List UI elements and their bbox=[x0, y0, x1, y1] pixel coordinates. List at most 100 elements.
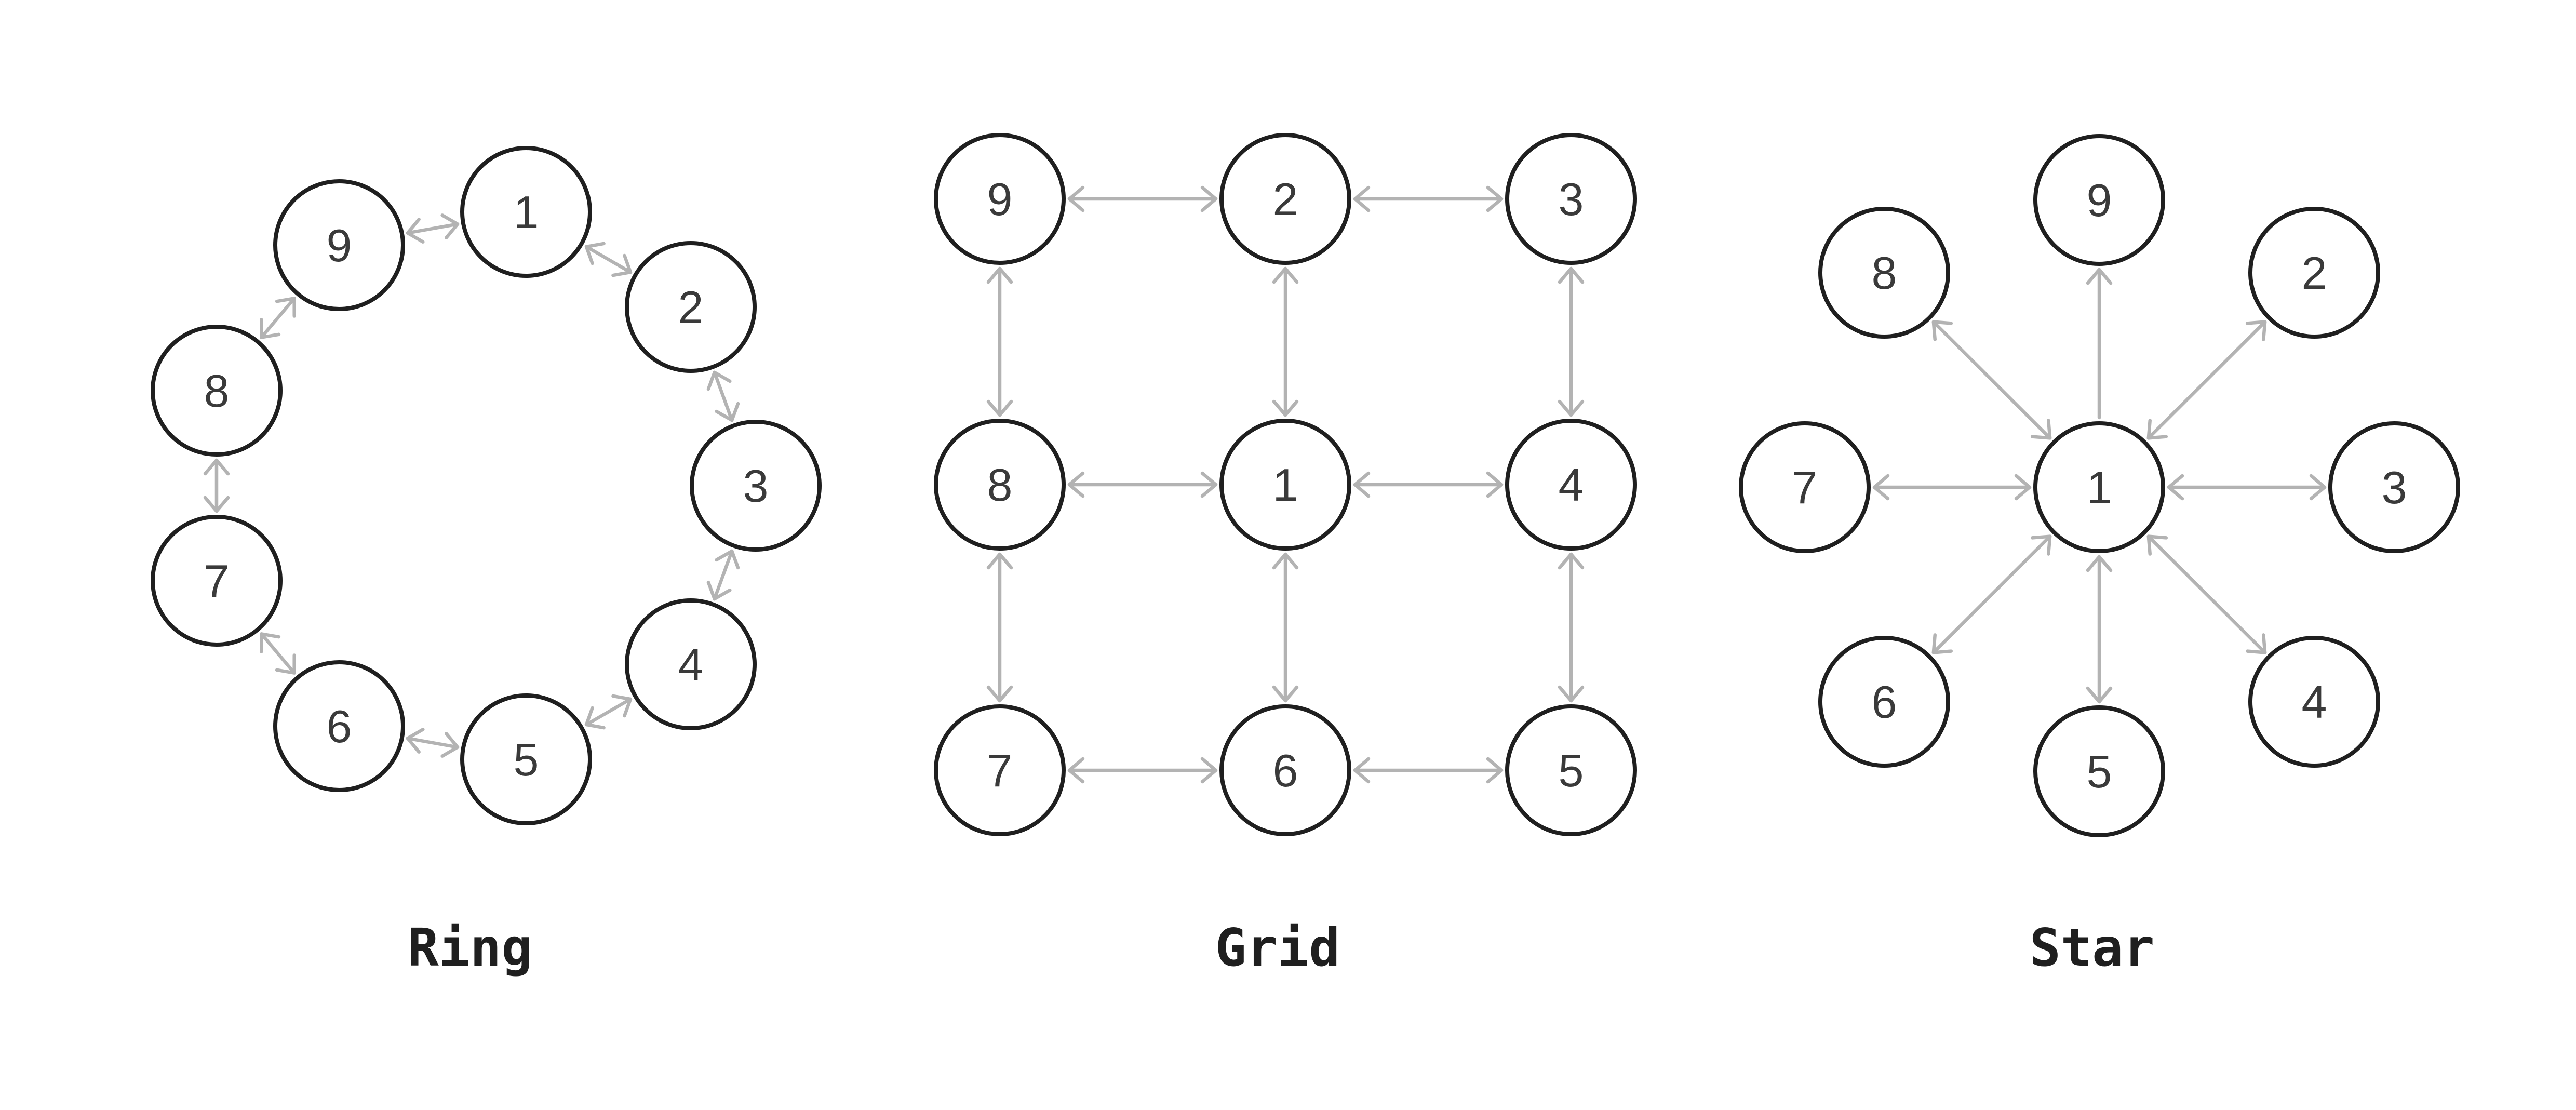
node-number: 4 bbox=[1559, 459, 1584, 511]
node-circle bbox=[2033, 705, 2165, 837]
node-grid-6: 6 bbox=[1219, 704, 1351, 836]
node-star-6: 6 bbox=[1818, 636, 1950, 768]
node-number: 6 bbox=[1273, 745, 1298, 796]
edge-star-1-2 bbox=[2146, 320, 2267, 440]
edge-shaft bbox=[406, 737, 460, 749]
node-circle bbox=[1505, 133, 1637, 265]
edge-shaft bbox=[260, 632, 296, 675]
node-number: 6 bbox=[327, 701, 352, 752]
arrowhead-to-7 bbox=[1067, 757, 1085, 784]
edge-grid-7-6 bbox=[1067, 757, 1218, 784]
node-star-3: 3 bbox=[2328, 421, 2460, 553]
arrowhead-to-6 bbox=[1272, 685, 1299, 703]
arrowhead-to-8 bbox=[1067, 471, 1085, 498]
arrowhead-to-4 bbox=[706, 580, 732, 601]
arrowhead-to-3 bbox=[2309, 474, 2327, 501]
node-number: 1 bbox=[2087, 462, 2112, 513]
node-number: 7 bbox=[1792, 462, 1818, 513]
node-circle bbox=[460, 693, 592, 825]
arrowhead-to-9 bbox=[406, 218, 425, 244]
arrowhead-to-2 bbox=[1200, 185, 1218, 212]
node-number: 2 bbox=[2302, 247, 2327, 299]
arrowhead-to-8 bbox=[986, 552, 1013, 570]
arrowhead-to-5 bbox=[1558, 685, 1585, 703]
arrowhead-to-8 bbox=[986, 399, 1013, 417]
node-circle bbox=[690, 420, 822, 552]
node-number: 9 bbox=[2087, 175, 2112, 226]
node-circle bbox=[1219, 704, 1351, 836]
arrowhead-to-8 bbox=[260, 318, 281, 339]
node-circle bbox=[934, 133, 1066, 265]
node-ring-2: 2 bbox=[625, 241, 757, 373]
edge-shaft bbox=[1931, 320, 2052, 440]
arrowhead-to-7 bbox=[986, 685, 1013, 703]
node-circle bbox=[273, 179, 405, 311]
node-number: 2 bbox=[1273, 173, 1298, 225]
arrowhead-to-1 bbox=[2146, 419, 2168, 440]
node-star-4: 4 bbox=[2248, 636, 2380, 768]
arrowhead-to-9 bbox=[2086, 268, 2113, 285]
node-ring-7: 7 bbox=[151, 515, 283, 647]
node-circle bbox=[1739, 421, 1871, 553]
node-grid-7: 7 bbox=[934, 704, 1066, 836]
edge-shaft bbox=[1931, 534, 2052, 654]
node-number: 8 bbox=[1872, 247, 1897, 299]
node-grid-4: 4 bbox=[1505, 419, 1637, 551]
node-star-8: 8 bbox=[1818, 207, 1950, 339]
node-number: 1 bbox=[1273, 459, 1298, 511]
node-number: 4 bbox=[2302, 676, 2327, 728]
node-ring-8: 8 bbox=[151, 325, 283, 457]
arrowhead-to-6 bbox=[1931, 633, 1953, 654]
arrowhead-to-1 bbox=[1272, 552, 1299, 570]
node-circle bbox=[2248, 636, 2380, 768]
edge-grid-1-6 bbox=[1272, 552, 1299, 703]
edge-shaft bbox=[406, 222, 460, 235]
node-circle bbox=[1219, 133, 1351, 265]
arrowhead-to-2 bbox=[2245, 320, 2267, 341]
node-star-9: 9 bbox=[2033, 134, 2165, 266]
arrowhead-to-1 bbox=[440, 213, 460, 239]
arrowhead-to-5 bbox=[440, 732, 460, 758]
node-circle bbox=[460, 146, 592, 278]
node-circle bbox=[1505, 419, 1637, 551]
edge-ring-4-5 bbox=[584, 694, 633, 730]
arrowhead-to-1 bbox=[1272, 399, 1299, 417]
edge-grid-4-5 bbox=[1558, 552, 1585, 703]
node-grid-9: 9 bbox=[934, 133, 1066, 265]
edge-ring-8-9 bbox=[260, 297, 296, 339]
node-circle bbox=[1818, 207, 1950, 339]
edge-grid-6-5 bbox=[1353, 757, 1504, 784]
node-circle bbox=[934, 704, 1066, 836]
node-circle bbox=[2033, 134, 2165, 266]
arrowhead-to-2 bbox=[706, 370, 732, 391]
node-number: 3 bbox=[743, 460, 769, 512]
node-circle bbox=[2033, 421, 2165, 553]
arrowhead-to-3 bbox=[715, 402, 740, 422]
arrowhead-to-7 bbox=[1872, 474, 1890, 501]
arrowhead-to-5 bbox=[584, 706, 606, 730]
diagram-label-ring: Ring bbox=[407, 917, 533, 978]
arrowhead-to-5 bbox=[1486, 757, 1504, 784]
arrowhead-to-3 bbox=[1558, 266, 1585, 284]
arrowhead-to-1 bbox=[1200, 471, 1218, 498]
node-circle bbox=[2248, 207, 2380, 339]
node-number: 5 bbox=[514, 734, 539, 785]
node-ring-5: 5 bbox=[460, 693, 592, 825]
node-ring-4: 4 bbox=[625, 598, 757, 730]
edge-star-1-8 bbox=[1931, 320, 2052, 440]
arrowhead-to-6 bbox=[1353, 757, 1371, 784]
arrowhead-to-2 bbox=[1272, 266, 1299, 284]
edge-ring-5-6 bbox=[406, 728, 460, 758]
edge-star-1-4 bbox=[2146, 534, 2267, 654]
node-number: 3 bbox=[2382, 462, 2407, 513]
arrowhead-to-1 bbox=[2146, 534, 2168, 556]
edge-grid-8-1 bbox=[1067, 471, 1218, 498]
node-grid-5: 5 bbox=[1505, 704, 1637, 836]
edge-ring-9-1 bbox=[406, 213, 460, 244]
edge-grid-2-3 bbox=[1353, 185, 1504, 212]
